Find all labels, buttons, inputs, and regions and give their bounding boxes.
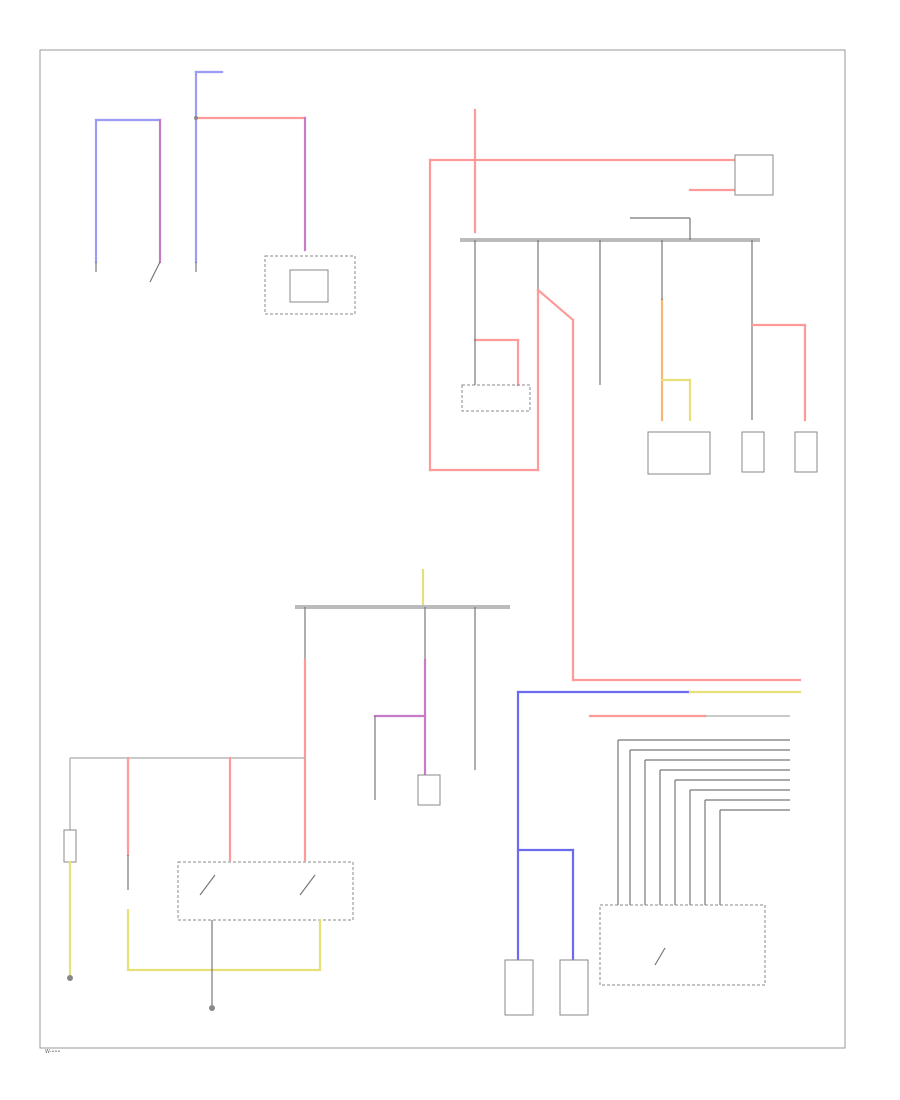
diagram-frame	[39, 49, 846, 1049]
bottom-right-connectors	[504, 690, 802, 1016]
relay-box	[734, 154, 774, 196]
middle-distribution	[295, 568, 510, 862]
control-unit-box	[599, 904, 766, 986]
component-box-top-left	[264, 255, 356, 315]
top-right-circuits	[428, 108, 818, 475]
bottom-left-switches	[63, 756, 354, 1011]
component-center-box	[647, 431, 711, 475]
long-red-harness	[536, 288, 802, 682]
footer-mark: W-•••	[45, 1049, 60, 1055]
top-left-circuits	[94, 70, 356, 315]
switch-assembly-box	[177, 861, 354, 921]
